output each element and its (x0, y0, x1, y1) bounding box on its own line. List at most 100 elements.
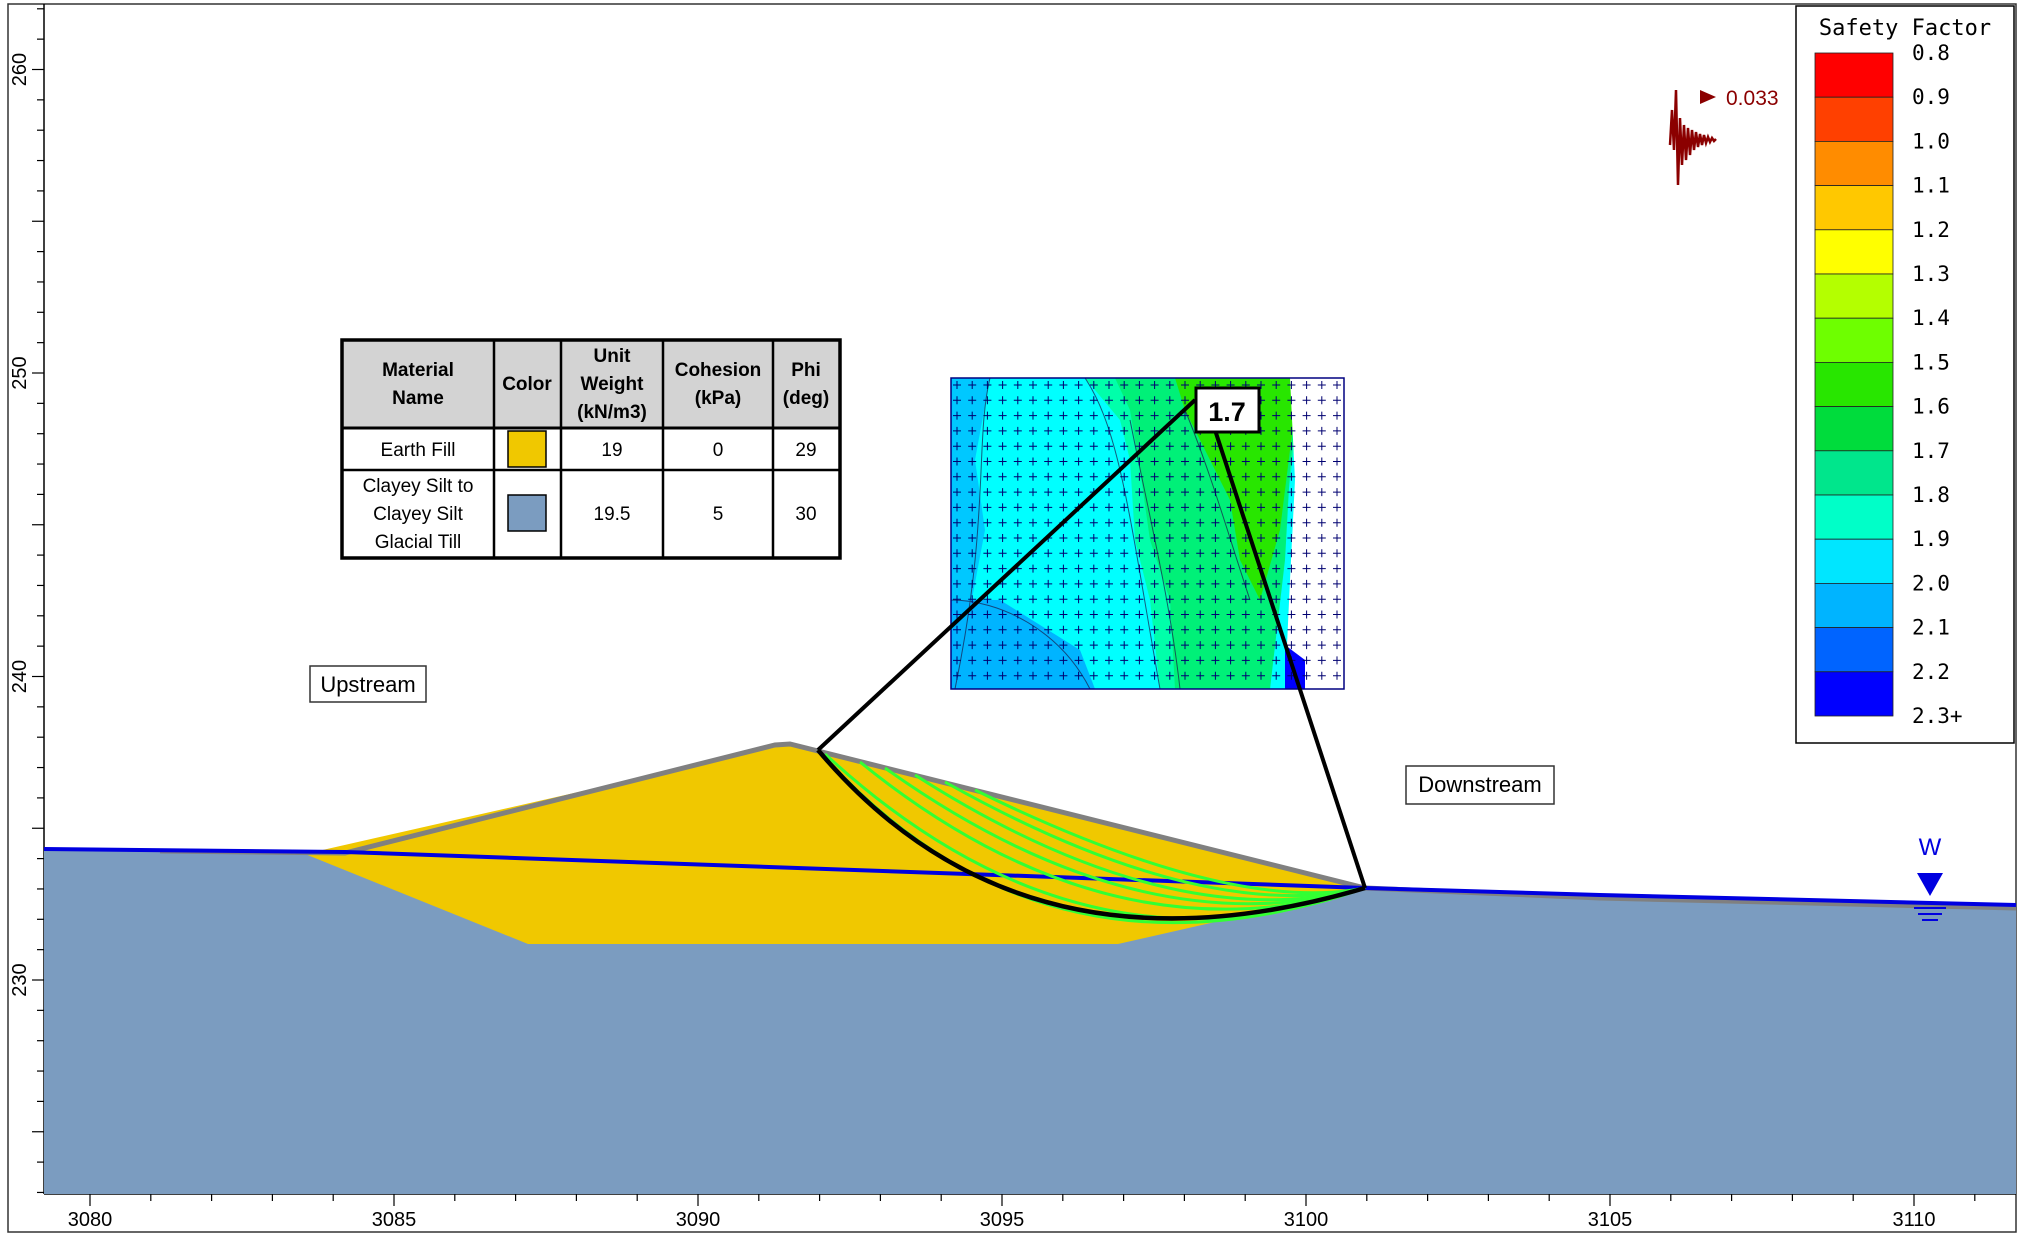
grid-center-marker (1211, 488, 1220, 497)
grid-center-marker (1302, 457, 1311, 466)
grid-center-marker (1241, 503, 1250, 512)
water-table-marker: W (1914, 834, 1946, 921)
grid-center-marker (1181, 488, 1189, 497)
grid-center-marker (1226, 534, 1235, 542)
grid-center-marker (1059, 411, 1068, 420)
grid-center-marker (953, 396, 961, 405)
grid-center-marker (1013, 442, 1022, 451)
grid-center-marker (1044, 488, 1053, 497)
grid-center-marker (1120, 503, 1129, 512)
grid-center-marker (1317, 595, 1326, 604)
grid-center-marker (1333, 595, 1341, 604)
grid-center-marker (1013, 579, 1022, 588)
legend-value: 2.1 (1912, 616, 1950, 640)
grid-center-marker (1059, 671, 1068, 680)
grid-center-marker (1135, 579, 1144, 588)
grid-center-marker (983, 656, 992, 665)
grid-center-marker (1089, 396, 1098, 405)
grid-center-marker (1181, 549, 1189, 558)
grid-center-marker (1333, 518, 1341, 527)
grid-center-marker (1211, 671, 1220, 680)
grid-center-marker (1181, 610, 1189, 619)
grid-center-marker (968, 396, 977, 405)
x-tick-label: 3105 (1588, 1209, 1633, 1231)
grid-center-marker (1226, 518, 1235, 527)
grid-center-marker (1287, 641, 1296, 650)
grid-center-marker (953, 472, 961, 481)
legend-band (1814, 273, 1894, 319)
grid-center-marker (998, 442, 1007, 451)
grid-center-marker (1105, 518, 1113, 527)
legend-band (1814, 538, 1894, 584)
grid-center-marker (1165, 625, 1174, 634)
y-tick-label: 260 (9, 53, 31, 86)
grid-center-marker (968, 610, 977, 619)
grid-center-marker (1181, 625, 1189, 634)
grid-center-marker (1241, 472, 1250, 481)
grid-center-marker (1241, 671, 1250, 680)
grid-center-marker (1105, 549, 1113, 558)
legend-band (1814, 494, 1894, 540)
row-clayey-silt-cohesion: 5 (713, 504, 724, 525)
grid-center-marker (1120, 534, 1129, 542)
grid-center-marker (1302, 518, 1311, 527)
grid-center-marker (968, 488, 977, 497)
grid-center-marker (1287, 396, 1296, 405)
fs-value: 1.7 (1208, 397, 1246, 427)
legend-value: 1.8 (1912, 483, 1950, 507)
grid-center-marker (1105, 534, 1113, 542)
grid-center-marker (998, 381, 1007, 389)
grid-center-marker (1150, 564, 1159, 573)
grid-center-marker (1059, 564, 1068, 573)
grid-center-marker (1029, 671, 1037, 680)
grid-center-marker (998, 503, 1007, 512)
legend-value: 1.4 (1912, 306, 1950, 330)
row-clayey-silt-phi: 30 (795, 504, 816, 525)
safety-factor-legend: Safety Factor 0.80.91.01.11.21.31.41.51.… (1795, 5, 2015, 744)
header-color: Color (502, 374, 552, 395)
grid-center-marker (1241, 625, 1250, 634)
grid-center-marker (1165, 518, 1174, 527)
grid-center-marker (1029, 396, 1037, 405)
grid-center-marker (983, 396, 992, 405)
grid-center-marker (1196, 564, 1205, 573)
grid-center-marker (1074, 411, 1083, 420)
grid-center-marker (1150, 534, 1159, 542)
grid-center-marker (1150, 442, 1159, 451)
legend-value: 1.5 (1912, 350, 1950, 374)
grid-center-marker (983, 411, 992, 420)
grid-center-marker (1013, 396, 1022, 405)
grid-center-marker (1302, 488, 1311, 497)
grid-center-marker (1272, 426, 1281, 435)
row-earth-fill-name: Earth Fill (381, 440, 456, 461)
grid-center-marker (1120, 472, 1129, 481)
legend-value: 1.1 (1912, 174, 1950, 198)
grid-center-marker (1226, 656, 1235, 665)
grid-center-marker (1211, 503, 1220, 512)
grid-center-marker (1105, 610, 1113, 619)
legend-value: 1.9 (1912, 527, 1950, 551)
x-tick-label: 3110 (1892, 1209, 1935, 1231)
grid-center-marker (953, 534, 961, 542)
grid-center-marker (1029, 472, 1037, 481)
grid-center-marker (953, 442, 961, 451)
grid-center-marker (1029, 534, 1037, 542)
grid-center-marker (1287, 579, 1296, 588)
grid-center-marker (1272, 503, 1281, 512)
grid-center-marker (1333, 503, 1341, 512)
grid-center-marker (1317, 488, 1326, 497)
grid-center-marker (1211, 564, 1220, 573)
grid-center-marker (1272, 411, 1281, 420)
grid-center-marker (1226, 641, 1235, 650)
grid-center-marker (1272, 641, 1281, 650)
grid-center-marker (1257, 488, 1265, 497)
grid-center-marker (1333, 610, 1341, 619)
grid-center-marker (1165, 472, 1174, 481)
legend-value: 0.9 (1912, 85, 1950, 109)
row-earth-fill-phi: 29 (795, 440, 816, 461)
factor-of-safety-label: 1.7 (1194, 386, 1261, 434)
grid-center-marker (1333, 488, 1341, 497)
grid-center-marker (1272, 671, 1281, 680)
